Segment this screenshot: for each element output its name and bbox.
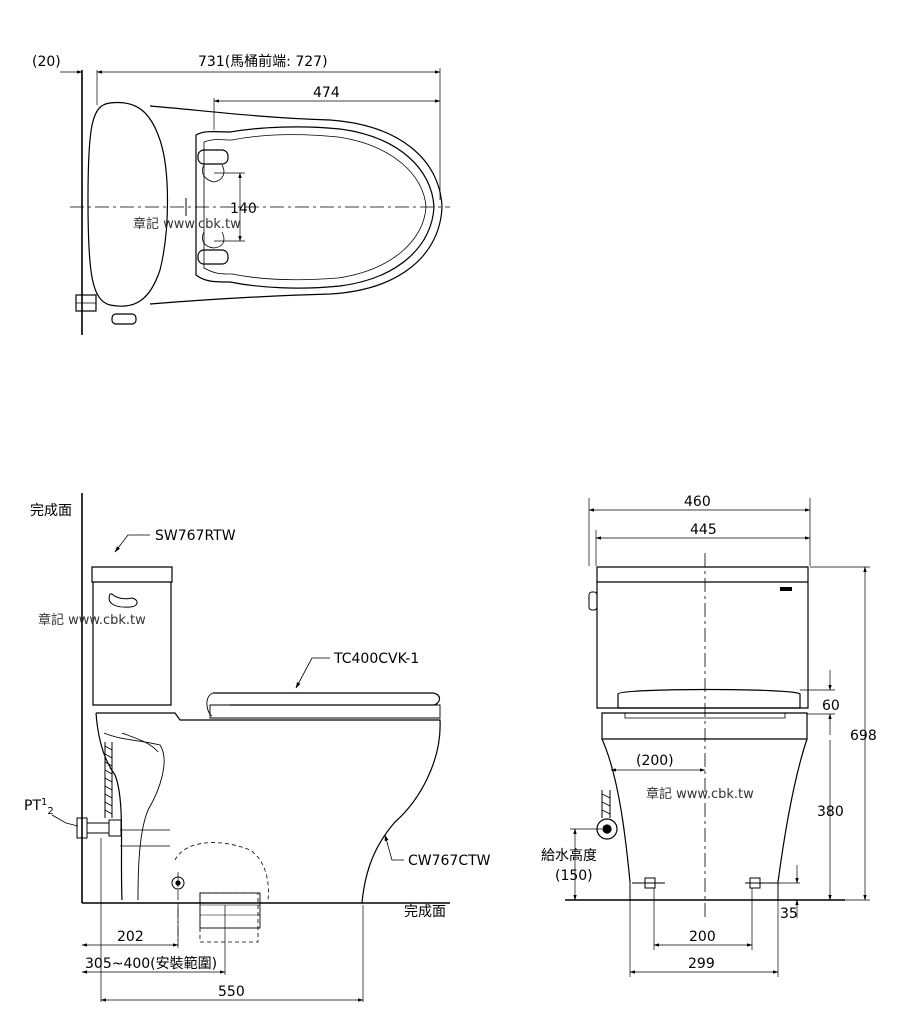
bowl-rim-front <box>601 712 808 740</box>
dim-380: 380 <box>817 804 844 820</box>
bowl-model-label: CW767CTW <box>408 853 491 869</box>
bowl-back <box>95 712 123 901</box>
bowl-body <box>96 712 441 904</box>
seat-outline <box>195 126 435 289</box>
top-view <box>60 68 450 335</box>
tank-lid-front <box>596 566 809 583</box>
tank-model-label: SW767RTW <box>155 528 236 544</box>
side-view <box>51 493 450 1002</box>
watermark-side: 章記 www.cbk.tw <box>38 612 146 628</box>
supply-height-value: (150) <box>555 868 593 884</box>
front-view-labels: 460 445 60 698 (200) 章記 www.cbk.tw 380 給… <box>541 494 877 972</box>
dim-offset: (20) <box>32 54 61 70</box>
side-view-labels: 完成面 SW767RTW 章記 www.cbk.tw TC400CVK-1 CW… <box>24 503 491 1000</box>
hinge-bottom <box>197 249 229 265</box>
dim-60: 60 <box>822 698 840 714</box>
dim-550: 550 <box>218 984 245 1000</box>
pipe-size-label: PT12 <box>24 797 54 817</box>
dim-200: 200 <box>689 929 716 945</box>
floor-label: 完成面 <box>404 904 446 920</box>
front-view <box>565 498 870 977</box>
dim-hinge-spacing: 140 <box>230 201 257 217</box>
wall-label: 完成面 <box>30 503 72 519</box>
dim-202: 202 <box>117 929 144 945</box>
bowl-right <box>777 738 808 883</box>
seat-front <box>617 688 801 709</box>
dim-overall-length: 731(馬桶前端: 727) <box>198 53 328 70</box>
dim-200-offset: (200) <box>636 753 674 769</box>
bowl-outline <box>149 105 443 305</box>
dim-install-range: 305~400(安裝範圍) <box>85 955 217 972</box>
dim-460: 460 <box>684 494 711 510</box>
flush-lever-icon <box>108 593 138 608</box>
tank-outline <box>87 101 169 307</box>
tank-body <box>92 582 172 706</box>
watermark: 章記 www.cbk.tw <box>133 216 241 232</box>
supply-height-label: 給水高度 <box>541 847 597 864</box>
seat-ring <box>209 704 441 719</box>
dim-445: 445 <box>690 522 717 538</box>
top-view-labels: (20) 731(馬桶前端: 727) 474 140 章記 www.cbk.t… <box>32 53 340 232</box>
dim-35: 35 <box>780 906 798 922</box>
bowl-left <box>601 738 631 883</box>
dim-299: 299 <box>688 956 715 972</box>
seat-model-label: TC400CVK-1 <box>333 651 419 667</box>
lever-top <box>111 313 137 325</box>
dim-seat-length: 474 <box>313 85 340 101</box>
seat-lid <box>213 692 441 706</box>
hinge-top <box>197 149 229 165</box>
dim-698: 698 <box>850 728 877 744</box>
watermark-front: 章記 www.cbk.tw <box>646 786 754 802</box>
tank-lid <box>91 566 173 583</box>
